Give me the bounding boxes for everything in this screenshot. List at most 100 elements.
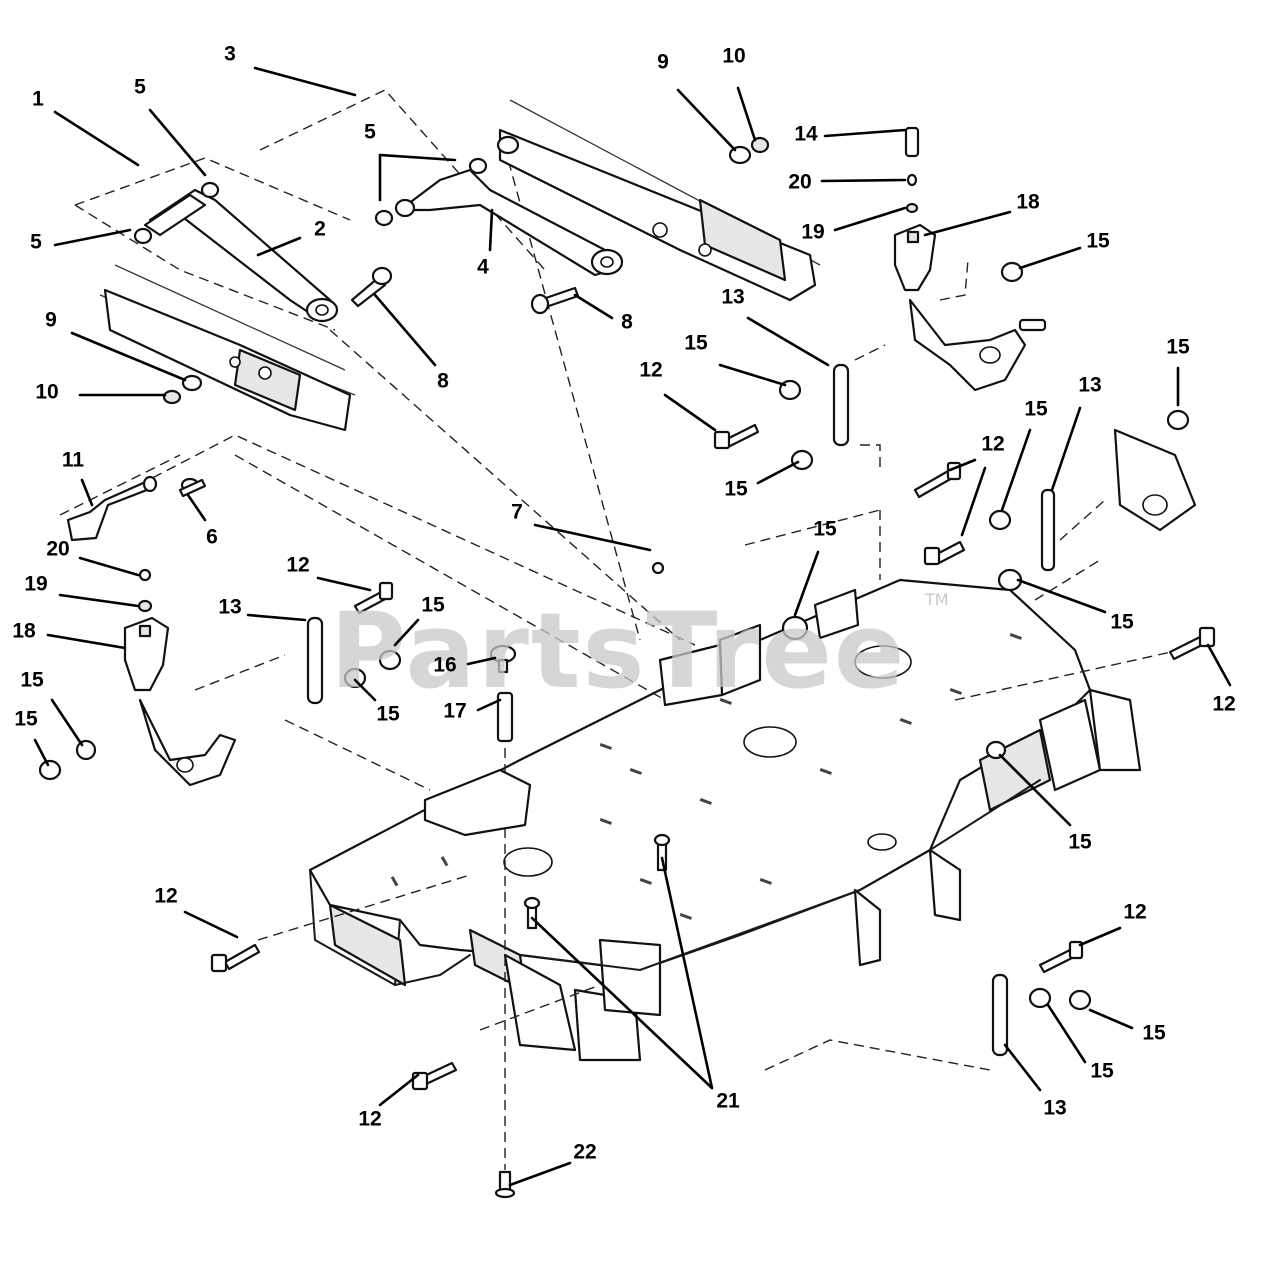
callout-c19b: 19 (24, 573, 47, 596)
watermark: PartsTree TM (330, 590, 949, 712)
callout-c15g: 15 (421, 594, 445, 617)
leader-line-c15e (756, 460, 800, 485)
leader-line-c15a (1018, 246, 1082, 270)
chains (306, 363, 1056, 1057)
callout-c15j: 15 (20, 669, 44, 692)
callout-c12b: 12 (981, 433, 1004, 456)
callout-c19a: 19 (801, 221, 824, 244)
leader-line-c15g (393, 618, 420, 647)
leader-line-c15h (1016, 578, 1107, 614)
leader-line-c18b (46, 633, 127, 650)
callout-c13a: 13 (721, 286, 744, 309)
leader-line-c21b (660, 856, 714, 1090)
callout-c7: 7 (511, 501, 523, 524)
leader-line-c15n (1046, 1003, 1087, 1064)
callout-c13d: 13 (1043, 1097, 1066, 1120)
leader-line-c14 (823, 128, 907, 138)
leader-line-c7 (533, 523, 652, 552)
leader-line-c12a (663, 393, 717, 432)
callout-c15h: 15 (1110, 611, 1134, 634)
callout-c8a: 8 (437, 370, 449, 393)
callout-c12h: 12 (358, 1108, 381, 1131)
leader-line-c12b (948, 458, 977, 472)
callout-c4: 4 (477, 256, 489, 279)
callout-c2: 2 (314, 218, 326, 241)
callout-c15e: 15 (724, 478, 748, 501)
leader-line-c11 (80, 478, 94, 507)
leader-line-c20a (820, 178, 907, 183)
watermark-text: PartsTree (330, 590, 906, 712)
leader-line-c13c (246, 613, 307, 622)
callout-c10b: 10 (722, 45, 745, 68)
watermark-trademark: TM (924, 590, 949, 609)
leader-line-c13b (1050, 406, 1082, 492)
callout-c12d: 12 (286, 554, 309, 577)
callout-c18a: 18 (1016, 191, 1040, 214)
callout-c12g: 12 (1123, 901, 1146, 924)
leader-lines (33, 66, 1232, 1187)
leader-line-c19a (833, 206, 907, 232)
leader-line-c18a (923, 210, 1012, 237)
leader-line-c5c (378, 153, 457, 162)
callout-c15c: 15 (1166, 336, 1190, 359)
left-lift-arm-assembly (99, 181, 393, 432)
callout-c12a: 12 (639, 359, 662, 382)
callout-c20a: 20 (788, 171, 811, 194)
leader-line-c15m (1088, 1008, 1134, 1030)
callout-c12e: 12 (1212, 693, 1235, 716)
callout-c20b: 20 (46, 538, 69, 561)
leader-line-c9b (676, 88, 737, 152)
callout-c17: 17 (443, 700, 466, 723)
leader-line-c5b (53, 228, 132, 247)
callout-c15f: 15 (813, 518, 837, 541)
callout-c14: 14 (794, 123, 818, 146)
leader-line-c16 (466, 656, 497, 666)
callout-c13b: 13 (1078, 374, 1101, 397)
right-lift-arm-assembly (374, 99, 821, 315)
callout-c15n: 15 (1090, 1060, 1114, 1083)
callout-c15b: 15 (684, 332, 708, 355)
callout-c9a: 9 (45, 309, 57, 332)
callout-c9b: 9 (657, 51, 669, 74)
callout-c5a: 5 (134, 76, 146, 99)
leader-line-c22 (508, 1161, 572, 1187)
callout-c10a: 10 (35, 381, 58, 404)
leader-line-c8a (373, 293, 437, 367)
leader-line-c19b (58, 593, 140, 608)
leader-line-c12f (183, 910, 239, 939)
leader-line-c10b (736, 86, 757, 142)
leader-line-c13a (746, 316, 830, 367)
callout-c15m: 15 (1142, 1022, 1166, 1045)
leader-line-c12g (1078, 926, 1122, 947)
callout-c8b: 8 (621, 311, 633, 334)
callout-c18b: 18 (12, 620, 36, 643)
leader-line-c8b (573, 293, 614, 320)
callout-c22: 22 (573, 1141, 596, 1164)
leader-line-c12e (1206, 643, 1232, 687)
leader-line-c15f (793, 550, 820, 617)
leader-line-c15i (353, 678, 377, 702)
leader-line-c15d (1000, 428, 1032, 512)
leader-line-c4 (488, 208, 494, 252)
callout-c15d: 15 (1024, 398, 1048, 421)
callout-c6: 6 (206, 526, 218, 549)
leader-line-c5a (148, 108, 207, 177)
callout-c5c: 5 (364, 121, 376, 144)
leader-line-c15b (718, 363, 787, 387)
leader-line-c13d (1003, 1043, 1042, 1092)
leader-line-c15j (50, 698, 84, 747)
leader-line-c2 (256, 236, 302, 257)
callout-c1: 1 (32, 88, 44, 111)
leader-line-c17 (476, 698, 502, 712)
callout-c13c: 13 (218, 596, 241, 619)
leader-line-c12c (960, 466, 987, 537)
callout-labels: 1234555678899101011121212121212121313131… (12, 43, 1235, 1164)
callout-c12f: 12 (154, 885, 177, 908)
callout-c15k: 15 (14, 708, 38, 731)
callout-c3: 3 (224, 43, 236, 66)
leader-line-c6 (186, 493, 207, 522)
leader-line-c1 (53, 110, 140, 167)
leader-line-c3 (253, 66, 357, 97)
left-hanger-assembly (38, 475, 237, 787)
